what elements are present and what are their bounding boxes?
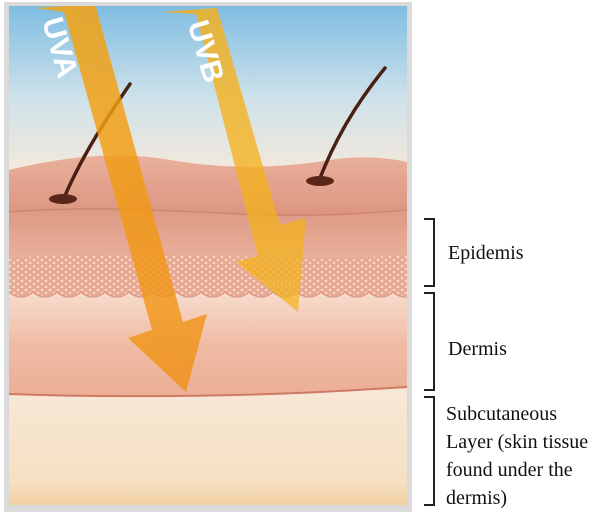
dermis-label: Dermis bbox=[448, 336, 507, 362]
subcutaneous-label-line: found under the bbox=[446, 457, 605, 483]
subcutaneous-layer bbox=[9, 387, 407, 505]
subcutaneous-label-line: Layer (skin tissue bbox=[446, 429, 605, 455]
epidermis-cell-band bbox=[9, 255, 407, 296]
dermal-junction bbox=[9, 292, 417, 400]
epidermis-layer bbox=[9, 209, 407, 262]
epidermis-label: Epidemis bbox=[448, 240, 524, 266]
subcutaneous-label-line: Subcutaneous bbox=[446, 401, 605, 427]
subcutaneous-label: Subcutaneous Layer (skin tissue found un… bbox=[446, 401, 605, 511]
subcutaneous-label-line: dermis) bbox=[446, 485, 605, 511]
